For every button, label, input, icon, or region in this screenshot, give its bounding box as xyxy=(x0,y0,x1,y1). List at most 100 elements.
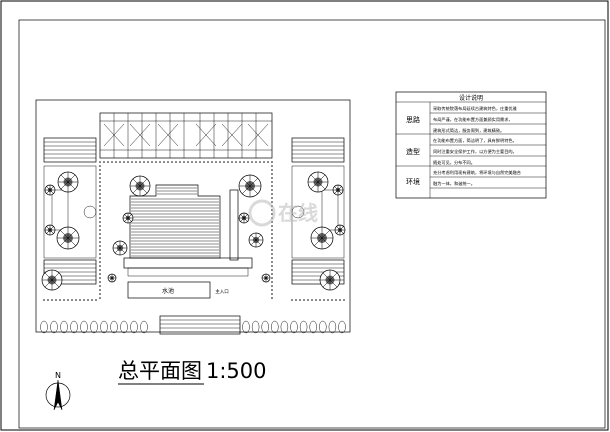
hedge-dot xyxy=(271,237,273,239)
hedge-dot xyxy=(155,161,157,163)
hedge-dot xyxy=(303,299,305,301)
tree-icon xyxy=(44,224,56,236)
drawing-scale: 1:500 xyxy=(206,359,267,383)
hedge-dot xyxy=(271,181,273,183)
column xyxy=(280,320,289,334)
hedge-dot xyxy=(231,161,233,163)
hedge-dot xyxy=(99,233,101,235)
notes-heading: 设计说明 xyxy=(459,94,483,102)
hedge-dot xyxy=(191,161,193,163)
hedge-dot xyxy=(335,299,337,301)
hedge-dot xyxy=(195,161,197,163)
hedge-dot xyxy=(271,161,273,163)
notes-line: 充分考虑利用现有建筑，将环境与自然完美融合 xyxy=(433,169,522,176)
tree-icon xyxy=(334,224,346,236)
hedge-dot xyxy=(227,161,229,163)
hedge-dot xyxy=(63,299,65,301)
hedge-dot xyxy=(271,189,273,191)
hedge-dot xyxy=(99,217,101,219)
notes-line: 同时注重安全保护工作，以方便为主要目的。 xyxy=(433,148,517,155)
hedge-dot xyxy=(199,161,201,163)
hedge-dot xyxy=(99,245,101,247)
column xyxy=(242,320,250,334)
notes-line: 融为一体，和谐统一。 xyxy=(433,180,475,187)
hedge-dot xyxy=(135,161,137,163)
hedge-dot xyxy=(87,299,89,301)
hedge-dot xyxy=(255,161,257,163)
hedge-dot xyxy=(271,229,273,231)
entrance-steps xyxy=(159,315,241,335)
hedge-dot xyxy=(243,161,245,163)
hedge-dot xyxy=(183,161,185,163)
hedge-dot xyxy=(99,165,101,167)
hedge-dot xyxy=(307,299,309,301)
hedge-dot xyxy=(99,265,101,267)
hedge-dot xyxy=(319,299,321,301)
hedge-dot xyxy=(123,161,125,163)
column xyxy=(100,320,108,334)
hedge-dot xyxy=(171,161,173,163)
hedge-dot xyxy=(99,261,101,263)
tree-icon xyxy=(307,171,329,193)
front-colonnade-left xyxy=(40,320,148,334)
hedge-dot xyxy=(99,281,101,283)
tree-icon xyxy=(112,240,128,256)
hedge-dot xyxy=(99,209,101,211)
hedge-dot xyxy=(163,161,165,163)
hedge-dot xyxy=(99,273,101,275)
hedge-dot xyxy=(99,293,101,295)
hedge-dot xyxy=(99,269,101,271)
hedge-dot xyxy=(207,161,209,163)
hedge-dot xyxy=(119,161,121,163)
water-label: 水池 xyxy=(162,287,174,295)
tree-icon xyxy=(319,269,341,291)
hedge-dot xyxy=(147,161,149,163)
hedge-dot xyxy=(271,225,273,227)
hedge-dot xyxy=(259,161,261,163)
hedge-dot xyxy=(187,161,189,163)
hedge-dot xyxy=(343,299,345,301)
hedge-dot xyxy=(99,189,101,191)
hedge-dot xyxy=(271,185,273,187)
hedge-dot xyxy=(79,299,81,301)
hedge-dot xyxy=(235,161,237,163)
hedge-dot xyxy=(103,161,105,163)
hedge-dot xyxy=(203,161,205,163)
hedge-dot xyxy=(327,299,329,301)
notes-line: 建筑形式简洁，服务周到，建筑精致。 xyxy=(433,127,504,134)
hedge-dot xyxy=(211,161,213,163)
hedge-dot xyxy=(271,265,273,267)
hedge-dot xyxy=(99,173,101,175)
hedge-dot xyxy=(271,173,273,175)
hedge-dot xyxy=(271,245,273,247)
tree-icon xyxy=(332,184,344,196)
hedge-dot xyxy=(239,161,241,163)
hedge-dot xyxy=(315,299,317,301)
hedge-dot xyxy=(99,161,101,163)
notes-line: 采取传统院落布局延续古建筑特色，庄重优雅 xyxy=(433,105,517,112)
column xyxy=(328,320,337,334)
hedge-dot xyxy=(271,253,273,255)
tree-icon xyxy=(238,212,250,224)
hedge-dot xyxy=(139,161,141,163)
hedge-dot xyxy=(67,299,69,301)
column xyxy=(251,320,260,334)
column xyxy=(50,320,58,334)
hedge-dot xyxy=(99,221,101,223)
notes-line: 布局严谨，在功能布置方面兼顾实用需求， xyxy=(433,116,513,123)
design-notes-table: 设计说明 思路 造型 环境 采取传统院落布局延续古建筑特色，庄重优雅 布局严谨，… xyxy=(395,91,547,199)
hedge-dot xyxy=(271,281,273,283)
notes-line: 在功能布置方面，简洁明了，具有鲜明特色。 xyxy=(433,137,517,144)
tree-icon xyxy=(56,226,80,250)
hedge-dot xyxy=(267,161,269,163)
hedge-dot xyxy=(99,277,101,279)
tree-icon xyxy=(107,273,117,283)
watermark: 在线 xyxy=(248,199,318,227)
hedge-dot xyxy=(99,205,101,207)
hedge-dot xyxy=(271,165,273,167)
hedge-dot xyxy=(251,161,253,163)
rear-pavilion xyxy=(99,112,273,159)
hedge-dot xyxy=(99,225,101,227)
hedge-dot xyxy=(291,299,293,301)
